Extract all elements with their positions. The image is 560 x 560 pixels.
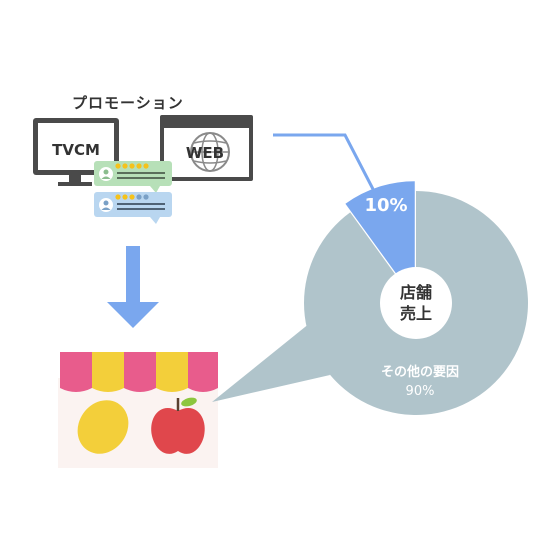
awning (60, 352, 218, 392)
lemon-icon (77, 400, 129, 454)
other-pct-label: 90% (406, 384, 435, 399)
star-rating-icon (115, 163, 149, 169)
pie-slice-promotion (345, 181, 415, 300)
pie-center-label-2: 売上 (400, 304, 432, 323)
store-callout (212, 323, 330, 402)
review-card-2 (94, 192, 172, 224)
store-icon (58, 352, 218, 468)
pie-center-label-1: 店舗 (400, 283, 432, 302)
web-label: WEB (186, 144, 224, 162)
promotion-connector (273, 133, 377, 194)
apple-icon (151, 397, 205, 454)
promotion-title: プロモーション (72, 94, 184, 112)
star-rating-icon (115, 194, 149, 200)
tvcm-label: TVCM (52, 141, 100, 159)
browser-icon: WEB (160, 115, 253, 181)
promotion-pct-label: 10% (364, 195, 407, 216)
other-factors-label: その他の要因 (381, 364, 459, 380)
pie-center-circle (380, 267, 452, 339)
review-card-1 (94, 161, 172, 193)
down-arrow-icon (107, 246, 159, 328)
